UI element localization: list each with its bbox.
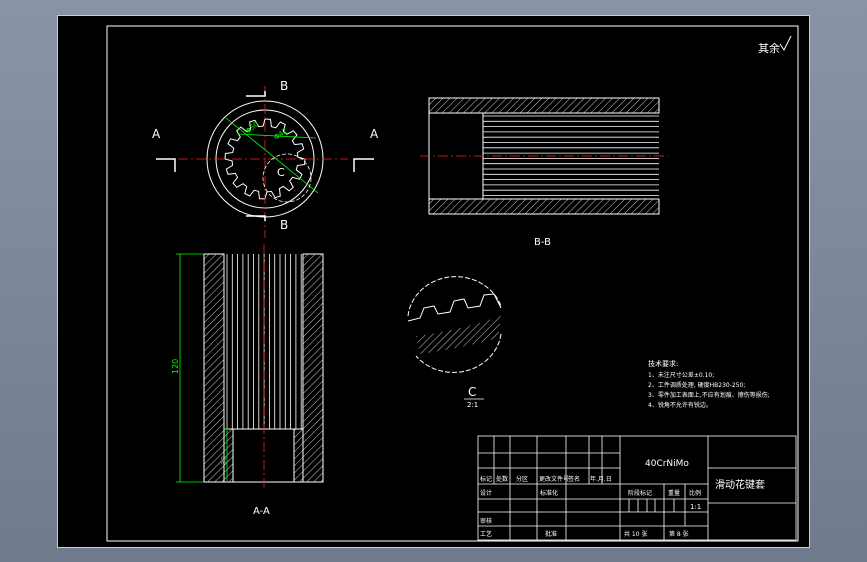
dim-bore-depth: 30 — [220, 456, 228, 465]
tech-title: 技术要求: — [648, 359, 678, 368]
scale-value: 1:1 — [690, 503, 701, 511]
drawing-sheet: 其余 Φ50 Φ42 C A A B B B-B — [57, 15, 810, 548]
cut-b-bottom — [246, 215, 266, 221]
cut-a-right — [353, 158, 374, 172]
hdr-count: 处数 — [496, 475, 508, 483]
standardization: 标准化 — [540, 489, 558, 497]
aa-spline-lines — [226, 254, 302, 429]
designer: 设计 — [480, 489, 492, 497]
hdr-mark: 标记 — [480, 475, 492, 483]
detail-c-break — [407, 276, 502, 373]
section-a-right: A — [370, 127, 379, 141]
tech-item-1: 1、未注尺寸公差±0.10; — [648, 371, 714, 379]
detail-c-marker: C — [277, 166, 285, 179]
view-bb-label: B-B — [534, 237, 551, 248]
detail-c-hatch — [416, 316, 501, 354]
scale-label: 比例 — [689, 489, 701, 497]
hdr-change-doc: 更改文件号 — [539, 475, 569, 483]
aa-left-wall — [203, 253, 225, 483]
process: 工艺 — [480, 530, 492, 538]
bb-bottom-wall — [428, 198, 660, 215]
inner-frame — [106, 25, 799, 542]
aa-right-wall — [302, 253, 324, 483]
detail-c-title: C — [468, 385, 476, 399]
title-block-text: 40CrNiMo 滑动花键套 标记 处数 分区 更改文件号 签名 年.月.日 设… — [480, 459, 765, 538]
section-a-left: A — [152, 127, 161, 141]
material: 40CrNiMo — [645, 459, 689, 469]
aa-bore — [232, 428, 295, 483]
section-aa: 120 30 A-A — [171, 244, 324, 517]
tech-item-3: 3、零件加工表面上,不应有划痕、擦伤等损伤; — [648, 391, 770, 399]
sheet-total: 共 10 张 — [624, 530, 647, 538]
review: 审核 — [480, 517, 492, 525]
section-b-bottom: B — [280, 218, 288, 232]
roughness-symbol-icon — [779, 35, 792, 51]
tech-requirements: 技术要求: 1、未注尺寸公差±0.10; 2、工件调质处理, 硬度HB230-2… — [648, 359, 770, 409]
hdr-zone: 分区 — [516, 475, 528, 483]
end-view: Φ50 Φ42 C A A B B — [152, 79, 379, 238]
roughness-note: 其余 — [758, 41, 780, 55]
dim-line-outer — [225, 117, 319, 194]
approve: 批准 — [545, 530, 557, 538]
dim-inner-dia: Φ42 — [273, 127, 289, 142]
bb-top-wall — [428, 97, 660, 114]
dim-length: 120 — [171, 359, 180, 374]
cut-b-top — [246, 91, 266, 97]
dim-outer-dia: Φ50 — [244, 120, 260, 135]
detail-c-scale: 2:1 — [467, 401, 478, 409]
detail-c-teeth — [407, 293, 502, 322]
cut-a-left — [156, 158, 176, 172]
tech-item-4: 4、锐角不允许有锐边。 — [648, 401, 712, 409]
bb-spline-lines — [483, 115, 659, 196]
sheet-number: 第 8 张 — [669, 530, 689, 538]
detail-c-callout — [262, 153, 312, 203]
section-bb: B-B — [420, 97, 668, 248]
part-name: 滑动花键套 — [715, 478, 765, 491]
title-block — [477, 435, 797, 541]
hdr-date: 年.月.日 — [590, 475, 612, 483]
detail-c: C 2:1 — [407, 276, 502, 409]
cad-drawing: 其余 Φ50 Φ42 C A A B B B-B — [106, 25, 799, 542]
stage-mark: 阶段标记 — [628, 489, 652, 497]
hdr-sign: 签名 — [568, 475, 580, 483]
weight: 重量 — [668, 489, 680, 497]
tech-item-2: 2、工件调质处理, 硬度HB230-250; — [648, 381, 745, 389]
view-aa-label: A-A — [253, 506, 270, 517]
spline-profile — [224, 118, 306, 200]
dim-line-inner — [237, 133, 317, 139]
section-b-top: B — [280, 79, 288, 93]
